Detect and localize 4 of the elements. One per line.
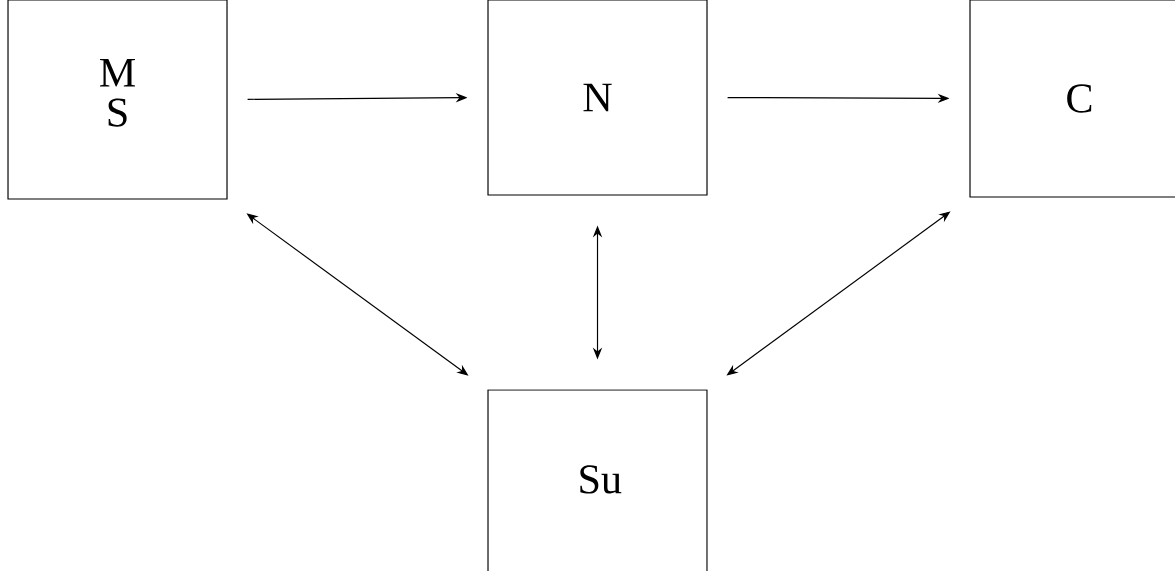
box: M S [7,0,228,200]
box: C [969,0,1175,198]
box: N [487,0,708,196]
box: Su [487,389,708,571]
